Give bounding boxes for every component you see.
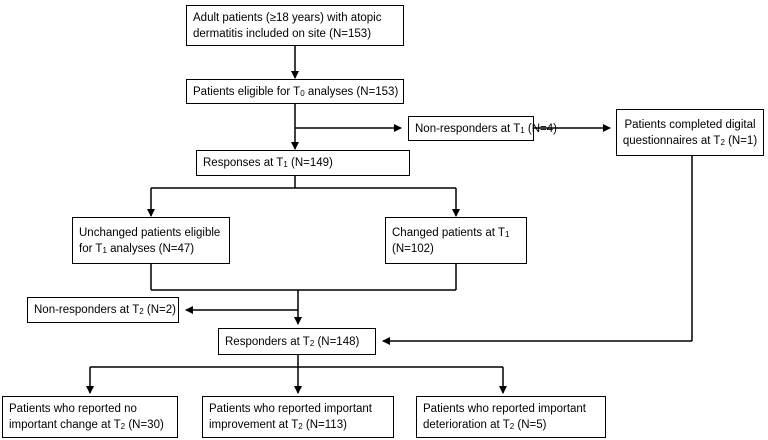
digital-post: (N=1) (724, 134, 758, 147)
unchanged-post: analyses (N=47) (106, 242, 195, 255)
nonresp-t1-pre: Non-responders at T (415, 122, 521, 135)
deterioration-sub: 2 (509, 422, 515, 431)
box-changed-patients: Changed patients at T1 (N=102) (385, 217, 527, 264)
responders-t2-sub: 2 (309, 338, 315, 348)
digital-line1: Patients completed digital (624, 118, 756, 131)
responses-t1-sub: 1 (283, 160, 288, 169)
responses-t1-post: (N=149) (287, 157, 333, 169)
improvement-post: (N=113) (302, 419, 347, 431)
box-no-important-change: Patients who reported no important chang… (2, 396, 178, 438)
improvement-line1: Patients who reported important (209, 403, 373, 415)
digital-pre: questionnaires at T (622, 134, 721, 147)
responders-t2-post: (N=148) (314, 335, 360, 348)
responses-t1-pre: Responses at T (203, 157, 284, 169)
no-change-post: (N=30) (125, 419, 164, 431)
deterioration-post: (N=5) (514, 419, 547, 431)
box-adult-patients: Adult patients (≥18 years) with atopic d… (186, 5, 404, 46)
no-change-sub: 2 (120, 422, 126, 431)
unchanged-pre: for T (79, 242, 103, 255)
box-important-deterioration: Patients who reported important deterior… (416, 396, 606, 438)
box-eligible-t0: Patients eligible for T0 analyses (N=153… (186, 79, 404, 104)
changed-sub: 1 (504, 229, 510, 239)
box-digital-questionnaires: Patients completed digital questionnaire… (616, 109, 764, 156)
no-change-line1: Patients who reported no (9, 403, 137, 415)
box-responders-t2: Responders at T2 (N=148) (218, 328, 376, 355)
nonresp-t2-sub: 2 (139, 307, 144, 316)
box-nonresponders-t2: Non-responders at T2 (N=2) (27, 297, 179, 323)
changed-pre: Changed patients at T (392, 226, 505, 239)
unchanged-sub: 1 (102, 245, 107, 255)
nonresp-t2-pre: Non-responders at T (34, 304, 140, 316)
eligible-t0-pre: Patients eligible for T (193, 85, 301, 98)
box-nonresponders-t1: Non-responders at T1 (N=4) (408, 116, 557, 141)
box-responses-t1: Responses at T1 (N=149) (196, 150, 410, 176)
nonresp-t2-post: (N=2) (143, 304, 176, 316)
box-unchanged-patients: Unchanged patients eligible for T1 analy… (72, 217, 230, 264)
changed-line2: (N=102) (392, 242, 434, 255)
deterioration-line1: Patients who reported important (423, 403, 587, 415)
deterioration-pre: deterioration at T (423, 419, 510, 431)
box-important-improvement: Patients who reported important improvem… (202, 396, 394, 438)
eligible-t0-post: analyses (N=153) (304, 85, 399, 98)
digital-sub: 2 (720, 137, 725, 147)
box-adult-line1: Adult patients (≥18 years) with atopic (193, 11, 382, 24)
unchanged-line1: Unchanged patients eligible (79, 226, 221, 239)
box-adult-line2: dermatitis included on site (N=153) (193, 27, 372, 40)
responders-t2-pre: Responders at T (225, 335, 310, 348)
no-change-pre: important change at T (9, 419, 121, 431)
nonresp-t1-post: (N=4) (524, 122, 557, 135)
improvement-pre: improvement at T (209, 419, 299, 431)
improvement-sub: 2 (298, 422, 303, 431)
nonresp-t1-sub: 1 (520, 125, 525, 135)
eligible-t0-sub: 0 (300, 88, 305, 98)
